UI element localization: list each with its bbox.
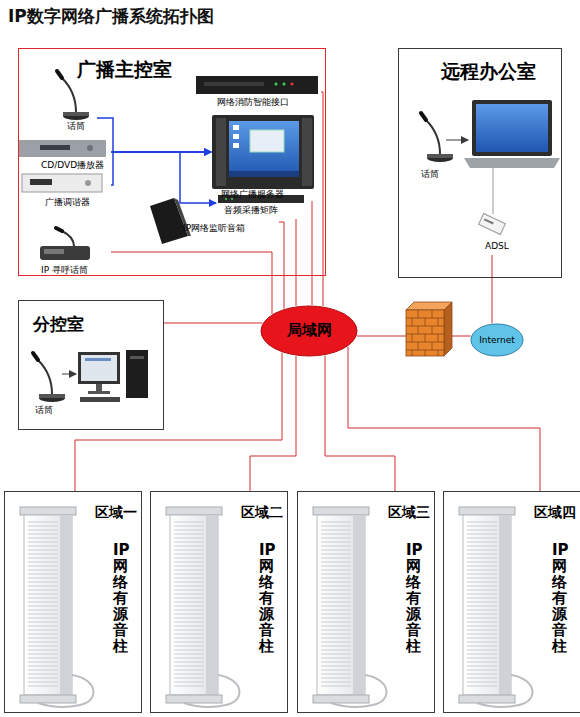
node-label: 网络消防智能接口 [217,97,289,107]
device-node: 话筒 [415,111,461,183]
speaker-column [313,507,386,707]
room-box: 远程办公室话筒 ADSL [398,48,562,278]
connector-line [348,347,540,491]
device-node: CD/DVD播放器 [19,139,111,173]
connector-line [492,255,493,323]
tuner-device [22,174,102,192]
device-node: 广播调谐器 [19,173,111,209]
connector-line [296,219,297,306]
device-node: 网络广播服务器 [211,115,319,201]
adsl-device [479,213,506,234]
speaker-column [20,507,93,707]
fire-interface-device [196,76,318,94]
node-label: 分控室 [33,315,84,335]
connector-line [312,201,313,305]
node-label: 区域四 [534,504,576,520]
zone-box: 区域三 IP网络有源音柱 [297,491,435,713]
connector-line [111,151,211,153]
node-label: 广播主控室 [77,59,172,81]
microphone-icon [33,353,65,402]
node-label: ADSL [485,241,509,251]
ellipse-shape [261,306,357,356]
zone-box: 区域四 IP网络有源音柱 [443,491,580,713]
firewall-icon [406,302,452,356]
device-node: 话筒 [29,347,73,423]
node-label: 广播调谐器 [45,197,90,207]
server-monitor-device [212,115,314,189]
paging-mic-device [40,228,90,260]
zone-box: 区域一 IP网络有源音柱 [4,491,142,713]
node-label: 网络广播服务器 [221,189,284,199]
ellipse-shape [471,324,523,356]
laptop-device [464,100,560,168]
node-label: 话筒 [67,121,85,131]
connector-line [325,356,395,491]
adsl-wire [493,168,494,214]
mic-wire [62,374,76,375]
device-node: 网络消防智能接口 [197,75,321,111]
connector-line [111,252,272,314]
node-label: 远程办公室 [441,61,536,83]
node-label: Internet [479,335,515,345]
speaker-column [166,507,239,707]
node-label: 话筒 [421,169,439,179]
node-label: 音频采播矩阵 [224,205,278,215]
node-label: 区域二 [241,504,283,520]
connector-line [111,152,216,203]
cd-player-device [18,140,106,157]
monitor-speaker-device [150,198,191,244]
speaker-column [459,507,532,707]
desktop-computer [78,350,148,402]
diagram-title: IP数字网络广播系统拓扑图 [8,5,214,28]
connector-line [111,152,211,185]
node-text: IP网络有源音柱 [406,542,424,654]
connector-line [250,356,296,491]
connector-line [279,222,284,309]
connector-line [97,118,211,152]
node-label: IP 寻呼话筒 [41,265,88,275]
room-box: 广播主控室网络消防智能接口话筒 CD/DVD播放器网络广播服务器广播调谐器音频采播… [18,48,326,276]
node-label: CD/DVD播放器 [41,160,104,170]
internet-ellipse: Internet [470,323,524,357]
device-node: ADSL [473,211,519,255]
device-node: 音频采播矩阵 [216,195,304,219]
connector-line [164,323,262,324]
device-node: 话筒 [41,77,97,135]
microphone-icon [421,113,453,162]
zone-box: 区域二 IP网络有源音柱 [150,491,288,713]
connector-line [75,353,282,491]
node-text: IP网络有源音柱 [113,542,131,654]
node-label: 区域一 [95,504,137,520]
node-label: 局域网 [287,322,332,339]
node-label: 话筒 [35,405,53,415]
node-label: 区域三 [388,504,430,520]
node-text: IP网络有源音柱 [552,542,570,654]
lan-ellipse: 局域网 [260,305,358,357]
device-node: IP 寻呼话筒 [31,229,111,279]
node-label: IP网络监听音箱 [183,223,245,233]
mic-wire [446,140,468,141]
connector-line [357,336,471,337]
room-box: 分控室话筒 [18,300,164,430]
node-text: IP网络有源音柱 [259,542,277,654]
device-node: IP网络监听音箱 [149,199,279,245]
connector-line [321,92,323,306]
